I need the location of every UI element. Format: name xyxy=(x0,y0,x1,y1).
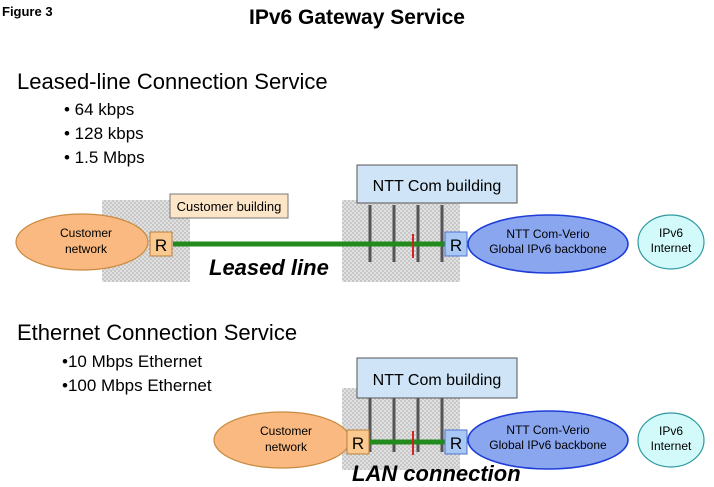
ntt-router: R xyxy=(444,429,468,455)
backbone-label-1: NTT Com-Verio xyxy=(506,227,589,241)
ipv6-internet-cloud xyxy=(637,214,705,270)
speed-item: • 1.5 Mbps xyxy=(64,148,145,167)
customer-router: R xyxy=(346,429,370,455)
ethernet-section-title: Ethernet Connection Service xyxy=(17,320,298,345)
ntt-building-label: NTT Com building xyxy=(373,178,502,195)
ntt-building-sign: NTT Com building xyxy=(356,357,518,399)
router-label: R xyxy=(450,434,462,453)
backbone-cloud xyxy=(467,214,629,274)
internet-label-1: IPv6 xyxy=(659,226,683,240)
customer-network-label-2: network xyxy=(65,242,108,256)
router-label: R xyxy=(352,434,364,453)
router-label: R xyxy=(155,236,167,255)
backbone-label-1: NTT Com-Verio xyxy=(506,423,589,437)
ethernet-speed-list: •10 Mbps Ethernet •100 Mbps Ethernet xyxy=(62,350,212,398)
internet-label-2: Internet xyxy=(651,241,692,255)
speed-item: • 128 kbps xyxy=(64,124,144,143)
customer-building-sign: Customer building xyxy=(169,193,289,219)
backbone-cloud xyxy=(467,410,629,470)
leased-line-caption: Leased line xyxy=(209,255,329,280)
page-title: IPv6 Gateway Service xyxy=(249,6,465,29)
figure-label: Figure 3 xyxy=(2,4,53,19)
customer-network-label-2: network xyxy=(265,440,308,454)
customer-network-cloud xyxy=(15,213,149,271)
ntt-building-area xyxy=(342,200,460,282)
leased-speed-list: • 64 kbps • 128 kbps • 1.5 Mbps xyxy=(64,98,145,170)
customer-network-label-1: Customer xyxy=(260,424,312,438)
internet-label-2: Internet xyxy=(651,439,692,453)
ntt-building-sign: NTT Com building xyxy=(356,164,518,204)
speed-item: •100 Mbps Ethernet xyxy=(62,376,212,395)
ntt-building-area xyxy=(342,388,460,470)
ipv6-internet-cloud xyxy=(637,412,705,468)
ntt-building-label: NTT Com building xyxy=(373,372,502,389)
customer-building-label: Customer building xyxy=(177,199,282,214)
lan-connection-caption: LAN connection xyxy=(352,461,521,486)
internet-label-1: IPv6 xyxy=(659,424,683,438)
speed-item: •10 Mbps Ethernet xyxy=(62,352,203,371)
router-label: R xyxy=(450,236,462,255)
customer-router: R xyxy=(149,231,173,257)
backbone-label-2: Global IPv6 backbone xyxy=(489,242,607,256)
ntt-building-pillars xyxy=(368,205,444,262)
leased-section-title: Leased-line Connection Service xyxy=(17,69,328,94)
backbone-label-2: Global IPv6 backbone xyxy=(489,438,607,452)
ntt-router: R xyxy=(444,231,468,257)
speed-item: • 64 kbps xyxy=(64,100,135,119)
customer-network-label-1: Customer xyxy=(60,226,112,240)
